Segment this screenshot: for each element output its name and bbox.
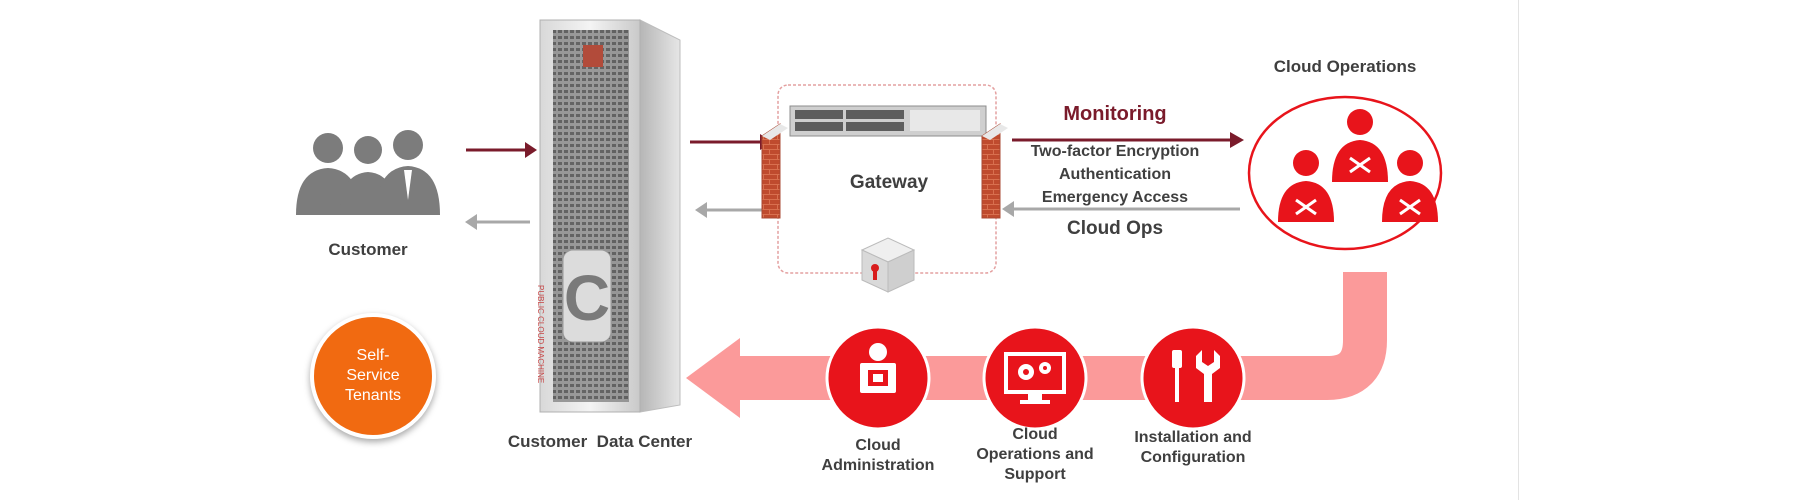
tenants-label: Self-Service Tenants: [344, 347, 402, 404]
cloud-ops-label: Cloud Ops: [1066, 218, 1164, 239]
right-divider: [1518, 0, 1519, 500]
service-flow-arrow: [738, 272, 1387, 400]
customer-label: Customer: [328, 240, 408, 259]
secure-key-box-icon: [860, 237, 916, 293]
monitor-gears-icon: [1004, 352, 1066, 404]
monitoring-label: Monitoring: [1063, 103, 1167, 125]
cloud-operations-title: Cloud Operations: [1273, 57, 1417, 76]
firewall-left-icon: [761, 123, 788, 219]
gateway-label: Gateway: [849, 172, 929, 193]
tools-icon: [1172, 350, 1220, 402]
service-label-install: Installation and Configuration: [1134, 429, 1252, 466]
datacenter-label: Customer Data Center: [507, 432, 693, 451]
engineers-icon: [1278, 109, 1438, 222]
rack-title: PUBLIC CLOUD MACHINE: [536, 285, 545, 383]
service-circle-install: [1140, 325, 1246, 431]
svg-text:C: C: [564, 262, 610, 334]
service-label-support: Cloud Operations and Support: [976, 426, 1094, 483]
gateway-server-icon: [789, 105, 987, 137]
self-service-tenants-circle: Self-Service Tenants: [310, 313, 436, 439]
people-icon: [296, 130, 440, 215]
authentication-label: Authentication: [1059, 166, 1171, 183]
admin-icon: [860, 343, 896, 393]
emergency-access-label: Emergency Access: [1041, 189, 1189, 206]
service-flow-arrowhead: [686, 338, 740, 418]
two-factor-label: Two-factor Encryption: [1030, 143, 1200, 160]
rack-server-icon: C PUBLIC CLOUD MACHINE: [536, 19, 681, 413]
service-circle-support: [982, 325, 1088, 431]
firewall-right-icon: [981, 123, 1008, 219]
service-label-admin: Cloud Administration: [821, 437, 935, 474]
